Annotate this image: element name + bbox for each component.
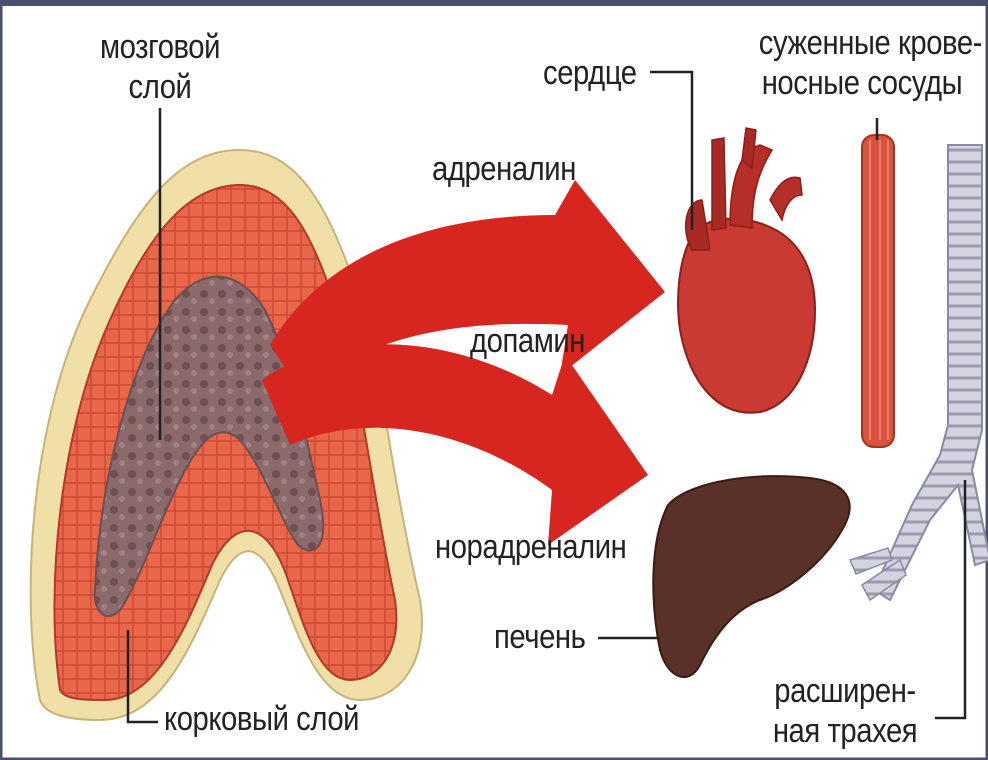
adrenaline-label: адреналин — [432, 150, 576, 188]
heart-leader-line — [650, 72, 692, 230]
noradrenaline-label: норадреналин — [435, 528, 626, 566]
trachea-label-line1: расширен- — [759, 672, 931, 710]
heart-left-appendage — [686, 200, 710, 250]
constricted-vessel — [862, 135, 894, 447]
heart-vessel-right — [770, 177, 802, 220]
medulla-label-line2: слой — [83, 68, 238, 106]
vessels-label-line1: суженные крове- — [759, 24, 965, 62]
liver-label: печень — [494, 618, 585, 656]
heart-vessel-branch-1 — [712, 138, 726, 230]
liver-illustration — [653, 476, 849, 677]
medulla-label-line1: мозговой — [83, 28, 238, 66]
vessels-label-line2: носные сосуды — [759, 64, 965, 102]
heart-illustration — [678, 128, 815, 413]
frame-top-bar — [0, 0, 988, 6]
trachea-label-line2: ная трахея — [759, 712, 931, 750]
adrenal-gland — [31, 150, 422, 720]
heart-label: сердце — [543, 54, 637, 92]
dopamine-label: допамин — [470, 322, 585, 360]
cortex-label: корковый слой — [164, 700, 359, 738]
trachea-leader-line — [935, 480, 965, 718]
